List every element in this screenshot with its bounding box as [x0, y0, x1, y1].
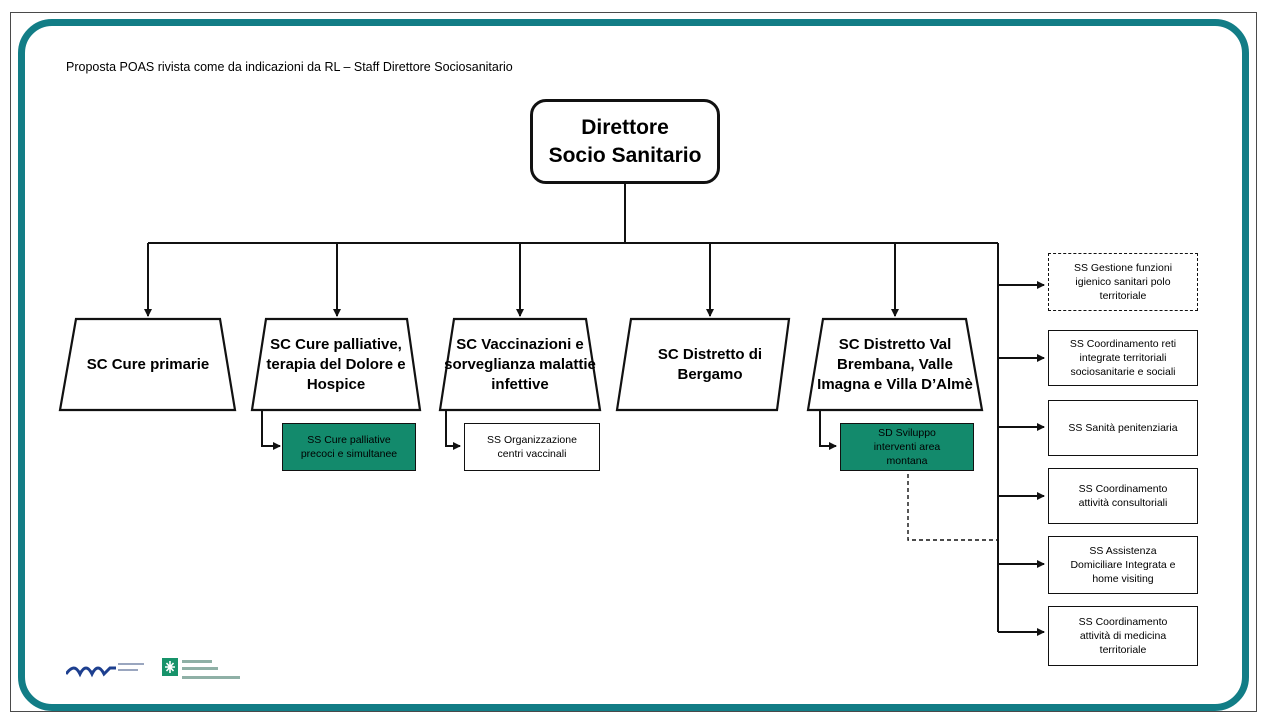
staff-sanita-penitenziaria: SS Sanità penitenziaria	[1048, 400, 1198, 456]
director-title-line: Direttore	[581, 115, 669, 139]
unit-shape	[250, 317, 422, 412]
unit-shape	[438, 317, 602, 412]
unit-vaccinazioni: SC Vaccinazioni e sorveglianza malattie …	[444, 322, 596, 408]
staff-label-line: home visiting	[1092, 573, 1154, 585]
unit-cure-palliative: SC Cure palliative, terapia del Dolore e…	[256, 322, 416, 408]
director-title-line: Socio Sanitario	[548, 143, 702, 167]
staff-label-line: Domiciliare Integrata e	[1070, 559, 1176, 571]
unit-shape	[58, 317, 237, 412]
staff-label-line: SS Assistenza	[1089, 545, 1157, 557]
staff-coordinamento-medicina: SS Coordinamento attività di medicina te…	[1048, 606, 1198, 666]
staff-label-line: territoriale	[1099, 644, 1147, 656]
logo-caption-mark	[182, 660, 240, 679]
staff-label-line: SS Sanità penitenziaria	[1068, 422, 1178, 434]
staff-label-line: attività di medicina	[1079, 630, 1167, 642]
staff-label-line: attività consultoriali	[1078, 497, 1168, 509]
staff-label-line: SS Coordinamento	[1078, 616, 1168, 628]
unit-label-line: D’Almè	[921, 376, 973, 393]
staff-gestione-funzioni: SS Gestione funzioni igienico sanitari p…	[1048, 253, 1198, 311]
subunit-cure-palliative-precoci: SS Cure palliative precoci e simultanee	[282, 423, 416, 471]
subunit-label-line: precoci e simultanee	[300, 448, 398, 460]
footer-logos	[66, 654, 256, 690]
subunit-label-line: montana	[886, 455, 928, 467]
subunit-label-line: SD Sviluppo	[878, 427, 936, 439]
subunit-label-line: SS Cure palliative	[307, 434, 391, 446]
unit-shape	[806, 317, 984, 412]
unit-label-line: SC Cure palliative,	[270, 336, 402, 353]
unit-label-line: sorveglianza	[444, 356, 535, 373]
staff-coordinamento-reti: SS Coordinamento reti integrate territor…	[1048, 330, 1198, 386]
unit-label-line: SC Vaccinazioni e	[456, 336, 584, 353]
subunit-label-line: centri vaccinali	[497, 448, 567, 460]
staff-label-line: SS Coordinamento	[1078, 483, 1168, 495]
unit-label-line: Brembana, Valle	[837, 356, 953, 373]
staff-assistenza-domiciliare: SS Assistenza Domiciliare Integrata e ho…	[1048, 536, 1198, 594]
unit-distretto-val-brembana: SC Distretto Val Brembana, Valle Imagna …	[812, 322, 978, 408]
unit-distretto-bergamo: SC Distretto di Bergamo	[626, 322, 794, 408]
unit-label-line: terapia del Dolore	[266, 356, 394, 373]
subunit-label-line: SS Organizzazione	[487, 434, 577, 446]
staff-label-line: SS Gestione funzioni	[1073, 262, 1173, 274]
unit-label-line: SC Cure primarie	[86, 356, 210, 373]
subunit-organizzazione-centri: SS Organizzazione centri vaccinali	[464, 423, 600, 471]
logo-caption-mark	[118, 663, 144, 671]
staff-label-line: sociosanitarie e sociali	[1070, 366, 1176, 378]
unit-label-line: SC Distretto Val	[838, 336, 952, 353]
unit-shape	[615, 317, 791, 412]
regione-lombardia-logo	[162, 658, 178, 676]
staff-coordinamento-consultoriali: SS Coordinamento attività consultoriali	[1048, 468, 1198, 524]
staff-label-line: SS Coordinamento reti	[1069, 338, 1177, 350]
staff-label-line: igienico sanitari polo	[1075, 276, 1171, 288]
unit-label-line: malattie infettive	[491, 356, 596, 393]
page-title: Proposta POAS rivista come da indicazion…	[66, 60, 513, 74]
subunit-label-line: interventi area	[873, 441, 941, 453]
subunit-sviluppo-area-montana: SD Sviluppo interventi area montana	[840, 423, 974, 471]
staff-label-line: integrate territoriali	[1079, 352, 1167, 364]
unit-cure-primarie: SC Cure primarie	[64, 322, 232, 408]
director-box: Direttore Socio Sanitario	[530, 99, 720, 184]
unit-label-line: Bergamo	[677, 366, 743, 383]
unit-label-line: SC Distretto di	[657, 346, 763, 363]
regional-system-logo	[66, 666, 116, 678]
staff-label-line: territoriale	[1099, 290, 1147, 302]
unit-label-line: Imagna e Villa	[817, 376, 917, 393]
unit-label-line: e Hospice	[306, 356, 406, 393]
